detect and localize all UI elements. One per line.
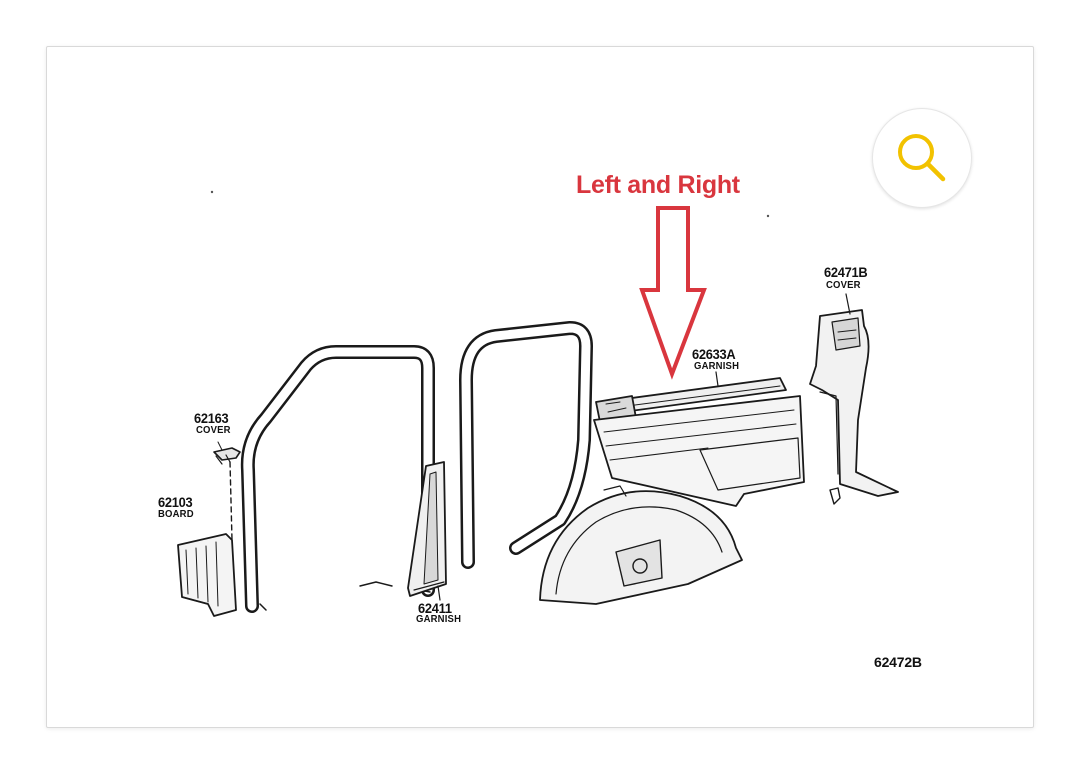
zoom-button[interactable] [872, 108, 972, 208]
magnifier-icon [898, 134, 946, 182]
part-name-62163: COVER [196, 425, 231, 436]
rear-door-weatherstrip-drawing [459, 321, 593, 569]
callout-label: Left and Right [576, 171, 740, 199]
board-62103-drawing [177, 533, 237, 617]
cover-62471B-drawing [809, 293, 899, 505]
wheel-house-drawing [539, 485, 743, 605]
diagram-card [46, 46, 1034, 728]
callout-arrow [639, 206, 707, 380]
figure-number: 62472B [874, 654, 922, 670]
cover-62163-drawing [213, 441, 241, 541]
quarter-trim-panel-drawing [593, 395, 805, 507]
part-number-62471B: 62471B [824, 264, 868, 280]
part-number-62103: 62103 [158, 494, 193, 510]
part-name-62411: GARNISH [416, 614, 462, 625]
part-name-62103: BOARD [158, 509, 194, 520]
part-number-62163: 62163 [194, 410, 229, 426]
part-number-62633A: 62633A [692, 346, 736, 362]
garnish-62633A-drawing [595, 371, 787, 423]
garnish-62411-drawing [407, 461, 447, 601]
part-name-62633A: GARNISH [694, 361, 740, 372]
part-number-62411: 62411 [418, 600, 452, 616]
front-door-weatherstrip-drawing [240, 345, 435, 613]
part-name-62471B: COVER [826, 280, 861, 291]
